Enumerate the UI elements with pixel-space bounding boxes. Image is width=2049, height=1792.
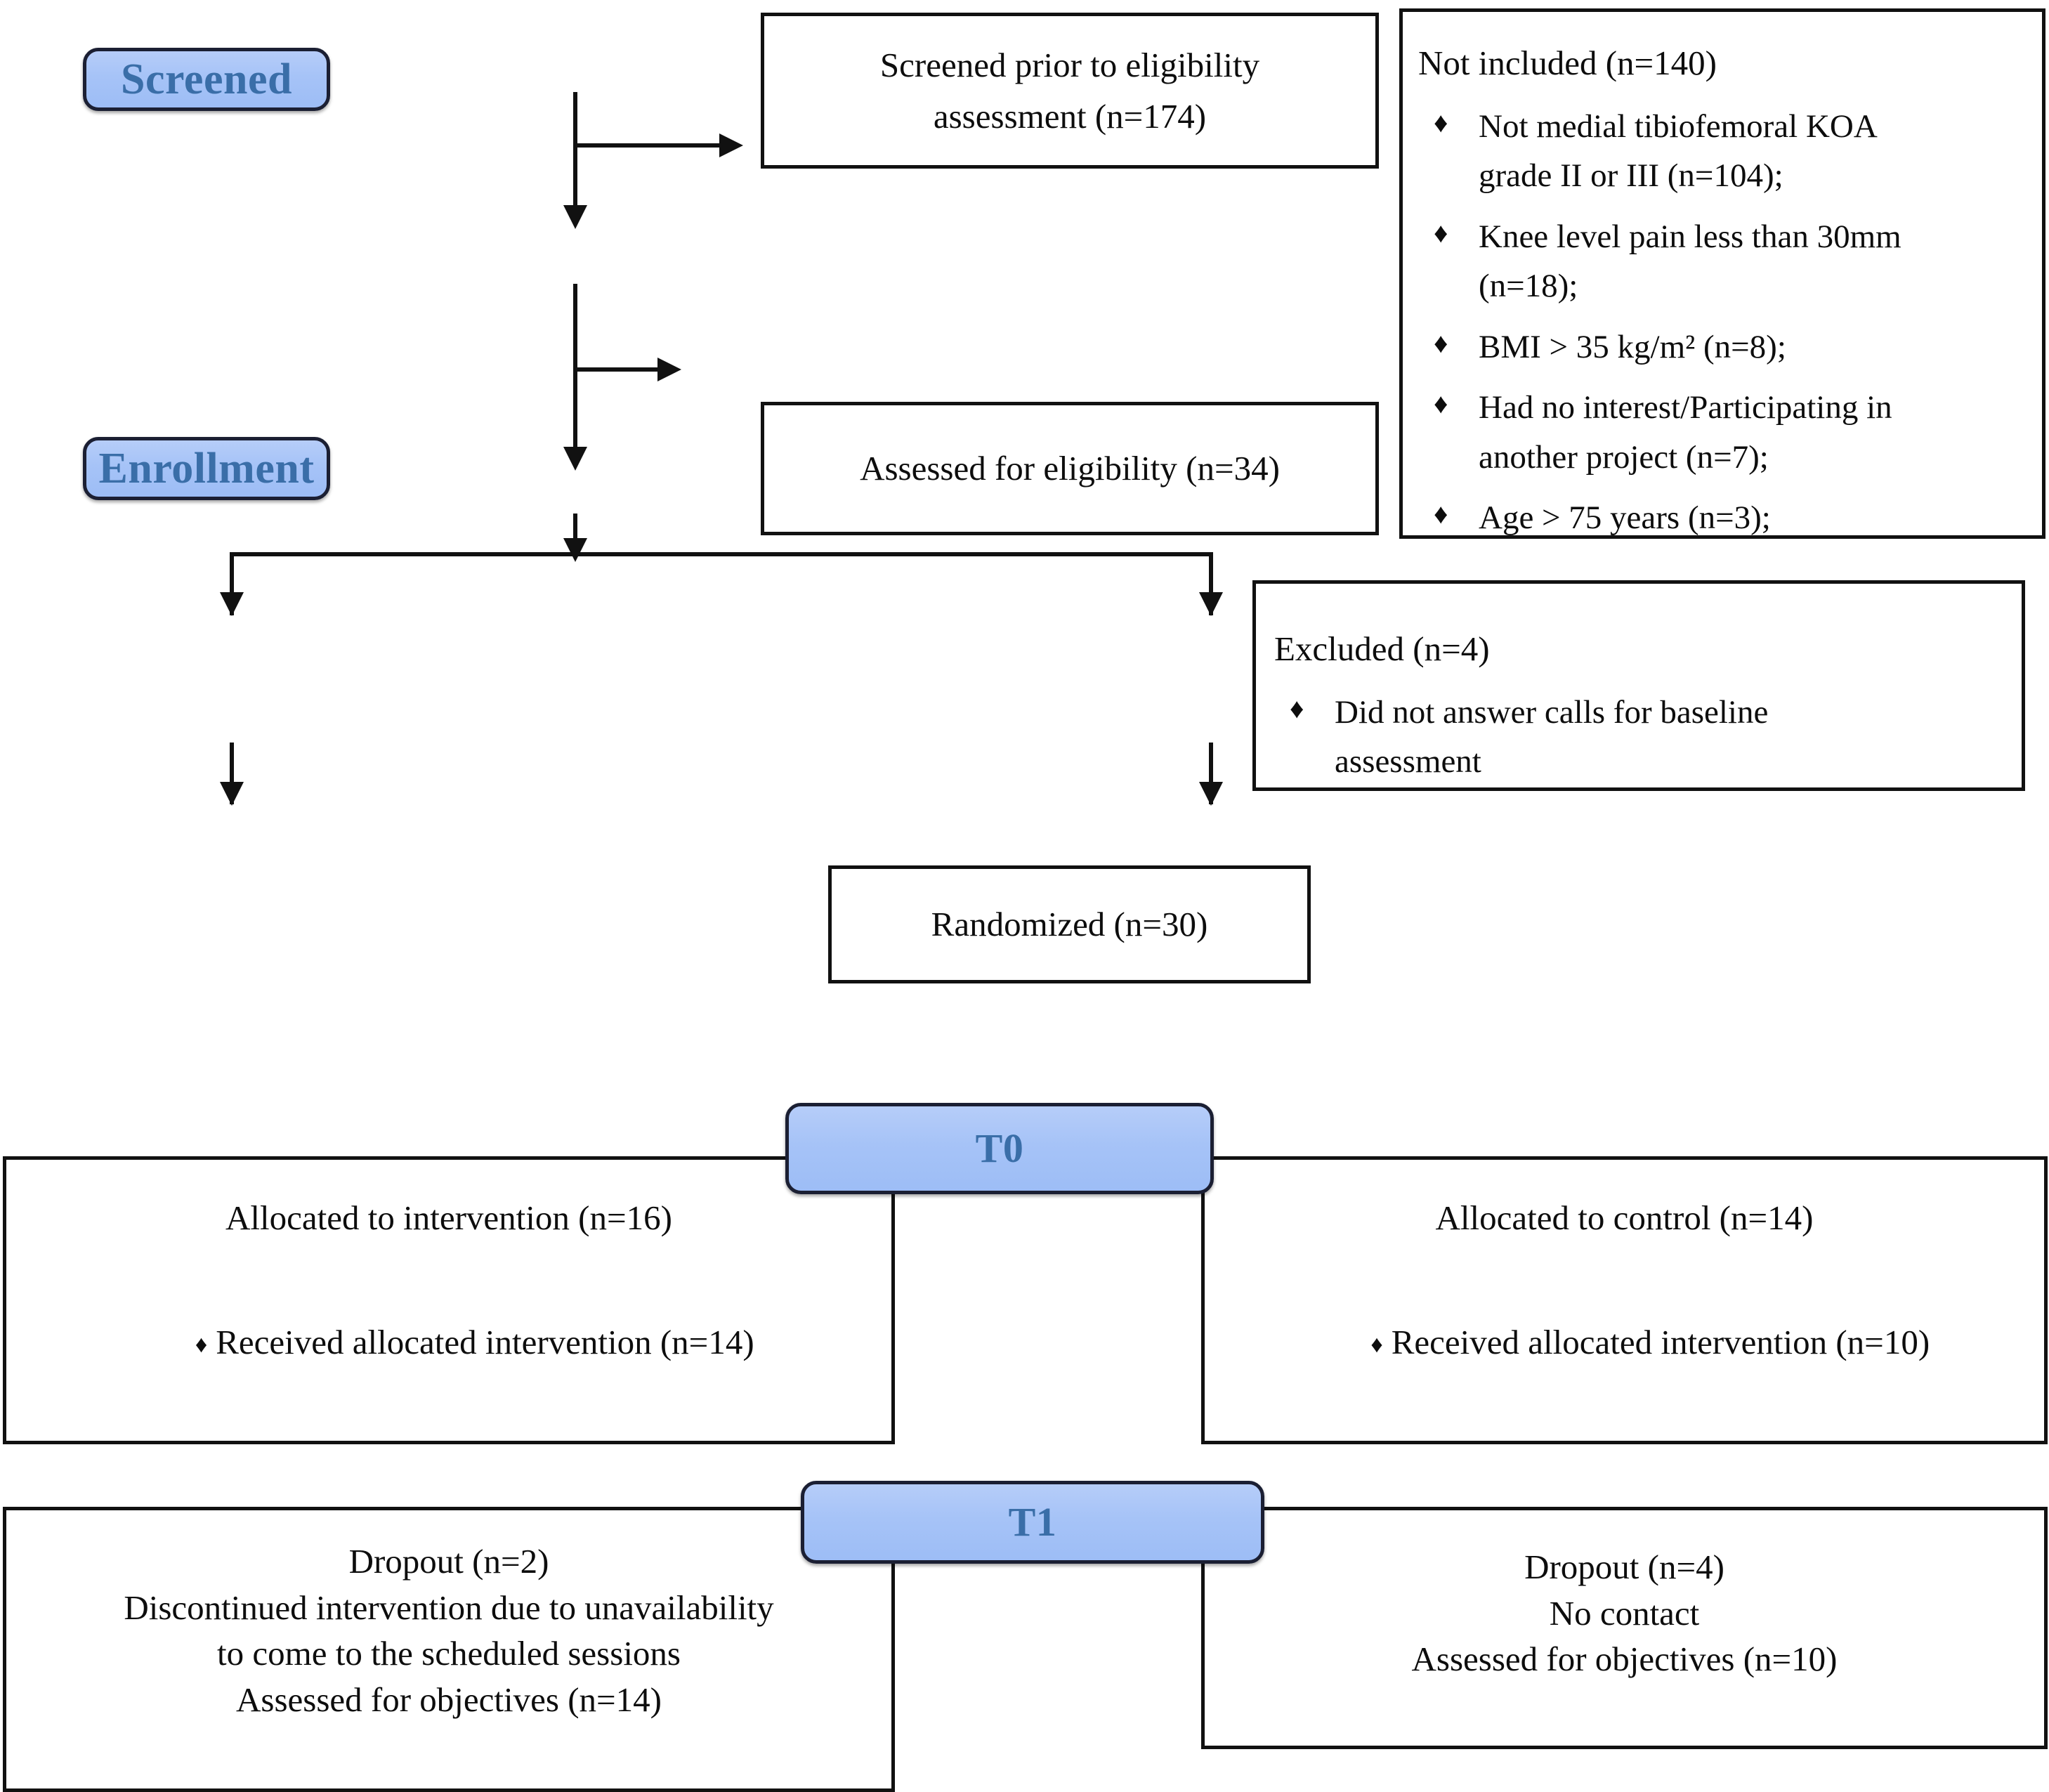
box-not-included-list: ♦ Not medial tibiofemoral KOA grade II o… (1418, 102, 2027, 554)
stage-badge-t1-label: T1 (1008, 1499, 1057, 1545)
box-excluded-header: Excluded (n=4) (1274, 629, 1490, 668)
box-allocated-control-line1: Allocated to control (n=14) (1435, 1198, 1814, 1237)
connector-randomized-down (573, 514, 577, 556)
box-followup-intervention: Dropout (n=2) Discontinued intervention … (3, 1507, 895, 1792)
box-followup-control-line3: Assessed for objectives (n=10) (1411, 1640, 1838, 1679)
connector-assessed-to-randomized (573, 284, 577, 464)
arrow-randomized-down (563, 538, 587, 562)
diamond-bullet-icon: ♦ (1434, 327, 1448, 359)
box-allocated-intervention-line1: Allocated to intervention (n=16) (225, 1198, 672, 1237)
box-allocated-control-line2: ♦ Received allocated intervention (n=10) (1319, 1265, 1930, 1420)
diamond-bullet-icon: ♦ (1434, 388, 1448, 419)
arrow-screened-to-not-included (719, 133, 743, 157)
box-screened-prior: Screened prior to eligibility assessment… (761, 13, 1379, 169)
list-item: ♦ BMI > 35 kg/m² (n=8); (1418, 322, 2027, 372)
connector-intervention-to-followup (230, 743, 234, 804)
box-allocated-control: Allocated to control (n=14) ♦ Received al… (1201, 1156, 2048, 1444)
box-followup-intervention-line1: Dropout (n=2) (348, 1542, 549, 1581)
box-screened-prior-line1: Screened prior to eligibility (879, 45, 1260, 84)
connector-randomized-split-bar (230, 552, 1213, 556)
list-item: ♦ Did not answer calls for baseline asse… (1274, 688, 2003, 787)
box-not-included: Not included (n=140) ♦ Not medial tibiof… (1399, 8, 2045, 539)
list-item-text: Age > 75 years (n=3); (1479, 499, 1771, 536)
connector-control-to-followup (1209, 743, 1213, 804)
diamond-bullet-icon: ♦ (1370, 1332, 1383, 1358)
connector-screened-to-assessed (573, 92, 577, 222)
stage-badge-screened-label: Screened (121, 55, 292, 103)
box-randomized-line1: Randomized (n=30) (931, 905, 1208, 944)
stage-badge-t0: T0 (785, 1103, 1214, 1194)
box-followup-intervention-line3: to come to the scheduled sessions (216, 1634, 681, 1673)
box-allocated-intervention-line2-text: Received allocated intervention (n=14) (216, 1323, 754, 1361)
arrow-intervention-to-followup (220, 782, 244, 806)
diamond-bullet-icon: ♦ (1290, 692, 1304, 724)
diamond-bullet-icon: ♦ (1434, 498, 1448, 530)
stage-badge-t1: T1 (801, 1481, 1264, 1564)
stage-badge-enrollment-label: Enrollment (98, 445, 315, 492)
box-followup-control-line2: No contact (1549, 1593, 1700, 1633)
list-item: ♦ Age > 75 years (n=3); (1418, 493, 2027, 543)
arrow-randomized-to-intervention (220, 592, 244, 616)
box-excluded: Excluded (n=4) ♦ Did not answer calls fo… (1252, 580, 2025, 791)
diamond-bullet-icon: ♦ (1434, 106, 1448, 138)
connector-assessed-to-excluded (573, 367, 665, 372)
box-randomized: Randomized (n=30) (828, 865, 1311, 983)
arrow-assessed-to-excluded (657, 358, 681, 381)
arrow-randomized-to-control (1199, 592, 1223, 616)
box-followup-control: Dropout (n=4) No contact Assessed for ob… (1201, 1507, 2048, 1749)
box-followup-intervention-line4: Assessed for objectives (n=14) (236, 1680, 662, 1719)
box-excluded-list: ♦ Did not answer calls for baseline asse… (1274, 688, 2003, 798)
arrow-screened-to-assessed (563, 205, 587, 229)
diamond-bullet-icon: ♦ (195, 1332, 208, 1358)
box-allocated-intervention-line2: ♦ Received allocated intervention (n=14) (143, 1265, 754, 1420)
connector-randomized-to-control (1209, 552, 1213, 615)
box-followup-control-line1: Dropout (n=4) (1524, 1548, 1724, 1586)
list-item: ♦ Had no interest/Participating in anoth… (1418, 383, 2027, 482)
arrow-assessed-to-randomized (563, 447, 587, 471)
box-screened-prior-line2: assessment (n=174) (933, 97, 1207, 136)
list-item-text: Knee level pain less than 30mm (n=18); (1479, 218, 1901, 305)
connector-screened-to-not-included (573, 143, 725, 148)
stage-badge-enrollment: Enrollment (83, 437, 330, 500)
diamond-bullet-icon: ♦ (1434, 216, 1448, 249)
box-assessed-eligibility-line1: Assessed for eligibility (n=34) (860, 449, 1280, 488)
box-assessed-eligibility: Assessed for eligibility (n=34) (761, 402, 1379, 535)
list-item: ♦ Not medial tibiofemoral KOA grade II o… (1418, 102, 2027, 201)
arrow-control-to-followup (1199, 782, 1223, 806)
box-allocated-intervention: Allocated to intervention (n=16) ♦ Receiv… (3, 1156, 895, 1444)
list-item: ♦ Knee level pain less than 30mm (n=18); (1418, 212, 2027, 311)
stage-badge-screened: Screened (83, 48, 330, 111)
box-not-included-header: Not included (n=140) (1418, 44, 1717, 82)
connector-randomized-to-intervention (230, 552, 234, 615)
stage-badge-t0-label: T0 (975, 1125, 1024, 1171)
list-item-text: BMI > 35 kg/m² (n=8); (1479, 328, 1786, 365)
list-item-text: Had no interest/Participating in another… (1479, 389, 1892, 476)
box-followup-intervention-line2: Discontinued intervention due to unavail… (124, 1588, 774, 1627)
list-item-text: Not medial tibiofemoral KOA grade II or … (1479, 107, 1878, 195)
list-item-text: Did not answer calls for baseline assess… (1335, 693, 1769, 780)
box-allocated-control-line2-text: Received allocated intervention (n=10) (1391, 1323, 1930, 1361)
